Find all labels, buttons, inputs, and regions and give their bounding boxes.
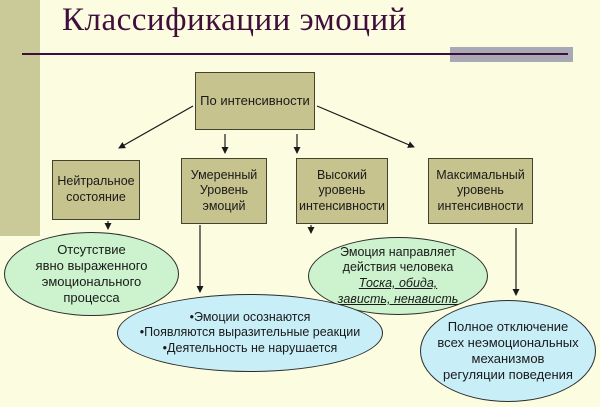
node-maximal-intensity-label: Максимальный уровень интенсивности: [436, 167, 525, 213]
ellipse-moderate-detail: •Эмоции осознаются •Появляются выразител…: [117, 294, 383, 372]
node-high-intensity: Высокий уровень интенсивности: [296, 158, 388, 224]
ellipse-high-detail-text: Эмоция направляет действия человека: [340, 244, 456, 275]
ellipse-neutral-detail: Отсутствие явно выраженного эмоционально…: [4, 232, 179, 316]
ellipse-high-detail: Эмоция направляет действия человека Тоск…: [308, 237, 488, 315]
ellipse-moderate-detail-text: •Эмоции осознаются •Появляются выразител…: [139, 309, 361, 355]
ellipse-high-detail-examples: Тоска, обида, зависть, ненависть: [337, 276, 459, 306]
node-neutral-state: Нейтральное состояние: [52, 160, 140, 220]
arrow-root-to-neutral: [118, 105, 194, 149]
ellipse-maximal-detail-text: Полное отключение всех неэмоциональных м…: [437, 318, 579, 383]
node-moderate-level-label: Умеренный Уровень эмоций: [190, 167, 258, 213]
ellipse-maximal-detail: Полное отключение всех неэмоциональных м…: [420, 300, 596, 402]
node-maximal-intensity: Максимальный уровень интенсивности: [428, 158, 533, 224]
title-divider-line: [22, 53, 568, 55]
ellipse-neutral-detail-text: Отсутствие явно выраженного эмоционально…: [35, 241, 148, 306]
node-high-intensity-label: Высокий уровень интенсивности: [298, 167, 385, 213]
slide-title: Классификации эмоций: [62, 2, 407, 38]
node-by-intensity-label: По интенсивности: [200, 92, 310, 108]
node-neutral-state-label: Нейтральное состояние: [57, 174, 135, 204]
node-by-intensity: По интенсивности: [195, 72, 315, 130]
node-moderate-level: Умеренный Уровень эмоций: [181, 158, 267, 224]
left-accent-stripe: [0, 0, 40, 236]
arrow-root-to-maximal: [316, 105, 415, 148]
